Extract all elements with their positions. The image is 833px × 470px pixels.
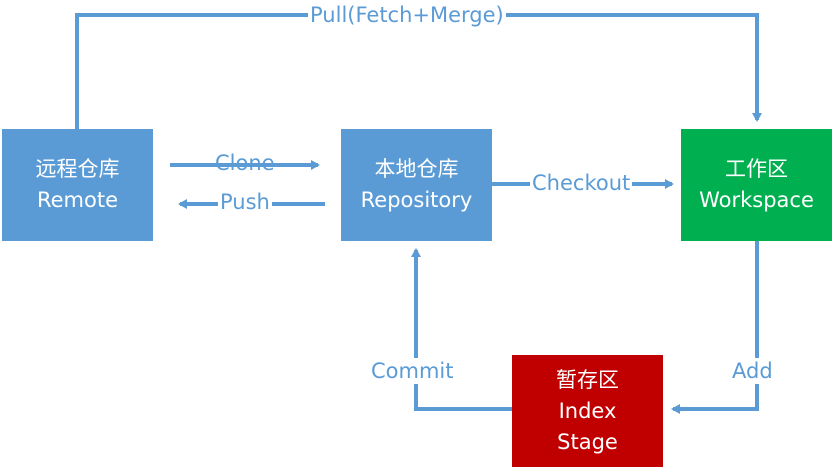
add-arrow — [671, 241, 759, 414]
workspace-node-chinese-label: 工作区 — [725, 157, 788, 181]
remote-node-chinese-label: 远程仓库 — [35, 157, 120, 181]
remote-node: 远程仓库 Remote — [2, 129, 153, 241]
workspace-node-english-label: Workspace — [699, 188, 814, 212]
repository-node-english-label: Repository — [360, 188, 473, 212]
remote-node-english-label: Remote — [36, 188, 119, 212]
stage-node-chinese-label: 暂存区 — [556, 367, 619, 392]
stage-node-index-label: Index — [558, 398, 617, 423]
clone-label: Clone — [215, 151, 275, 175]
pull-arrow — [75, 13, 762, 129]
add-label: Add — [730, 358, 775, 384]
repository-node-chinese-label: 本地仓库 — [374, 157, 459, 181]
stage-node: 暂存区 Index Stage — [512, 355, 663, 467]
workspace-node: 工作区 Workspace — [681, 129, 832, 241]
checkout-label: Checkout — [530, 170, 633, 196]
repository-node: 本地仓库 Repository — [341, 129, 492, 241]
commit-label: Commit — [369, 358, 456, 384]
pull-label: Pull(Fetch+Merge) — [308, 2, 506, 28]
stage-node-stage-label: Stage — [557, 429, 618, 454]
push-label: Push — [218, 189, 272, 215]
commit-arrow — [411, 248, 512, 411]
